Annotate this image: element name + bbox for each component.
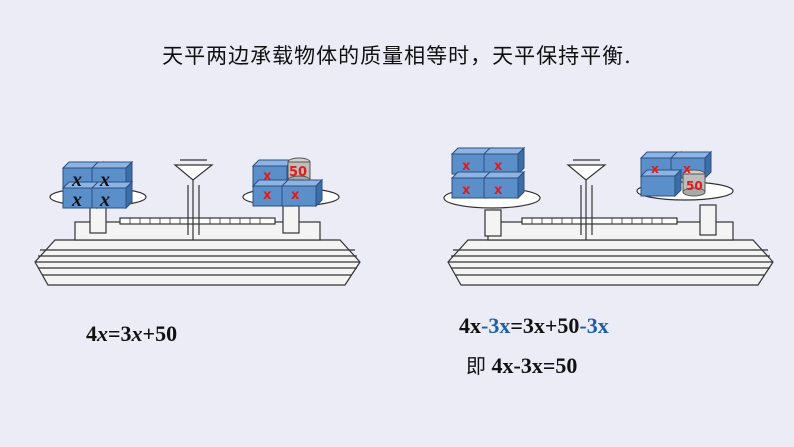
equation-var: x (131, 321, 143, 346)
cube-label: x (99, 189, 110, 211)
equation-highlight: -3x (481, 313, 511, 338)
cube-label: x (99, 169, 110, 191)
weight-label: 50 (686, 179, 703, 193)
equation-highlight: -3x (579, 313, 609, 338)
equation-original: 4x=3x+50 (86, 321, 177, 347)
equation-result: 即 4x-3x=50 (466, 350, 577, 379)
equation-subtract: 4x-3x=3x+50-3x (459, 313, 609, 339)
equation-part: =3 (108, 321, 132, 346)
weight-label: 50 (289, 165, 307, 180)
cube-label: x (494, 159, 503, 174)
cube-label: x (462, 159, 471, 174)
equation-part: =3x+50 (510, 313, 580, 338)
left-scale-right-pan-labels: x x x 50 (263, 165, 307, 203)
caption-text: 天平两边承载物体的质量相等时，天平保持平衡. (162, 44, 632, 68)
equation-part: 4x (459, 313, 481, 338)
equation-part: 4x-3x=50 (491, 353, 578, 378)
right-scale-left-pan-labels: x x x x (462, 159, 503, 198)
equation-prefix: 即 (466, 354, 486, 378)
left-scale-left-pan-labels: x x x x (71, 169, 110, 211)
equation-part: 4 (86, 321, 97, 346)
cube-label: x (291, 188, 300, 203)
cube-label: x (462, 183, 471, 198)
cube-label: x (263, 188, 272, 203)
right-scale-right-pan-labels: x x 50 (651, 162, 703, 193)
cube-label: x (71, 169, 82, 191)
cube-label: x (71, 189, 82, 211)
cube-label: x (651, 162, 659, 176)
cube-label: x (683, 162, 691, 176)
equation-part: +50 (142, 321, 178, 346)
equation-var: x (97, 321, 108, 346)
cube-label: x (494, 183, 503, 198)
cube-label: x (263, 169, 272, 184)
